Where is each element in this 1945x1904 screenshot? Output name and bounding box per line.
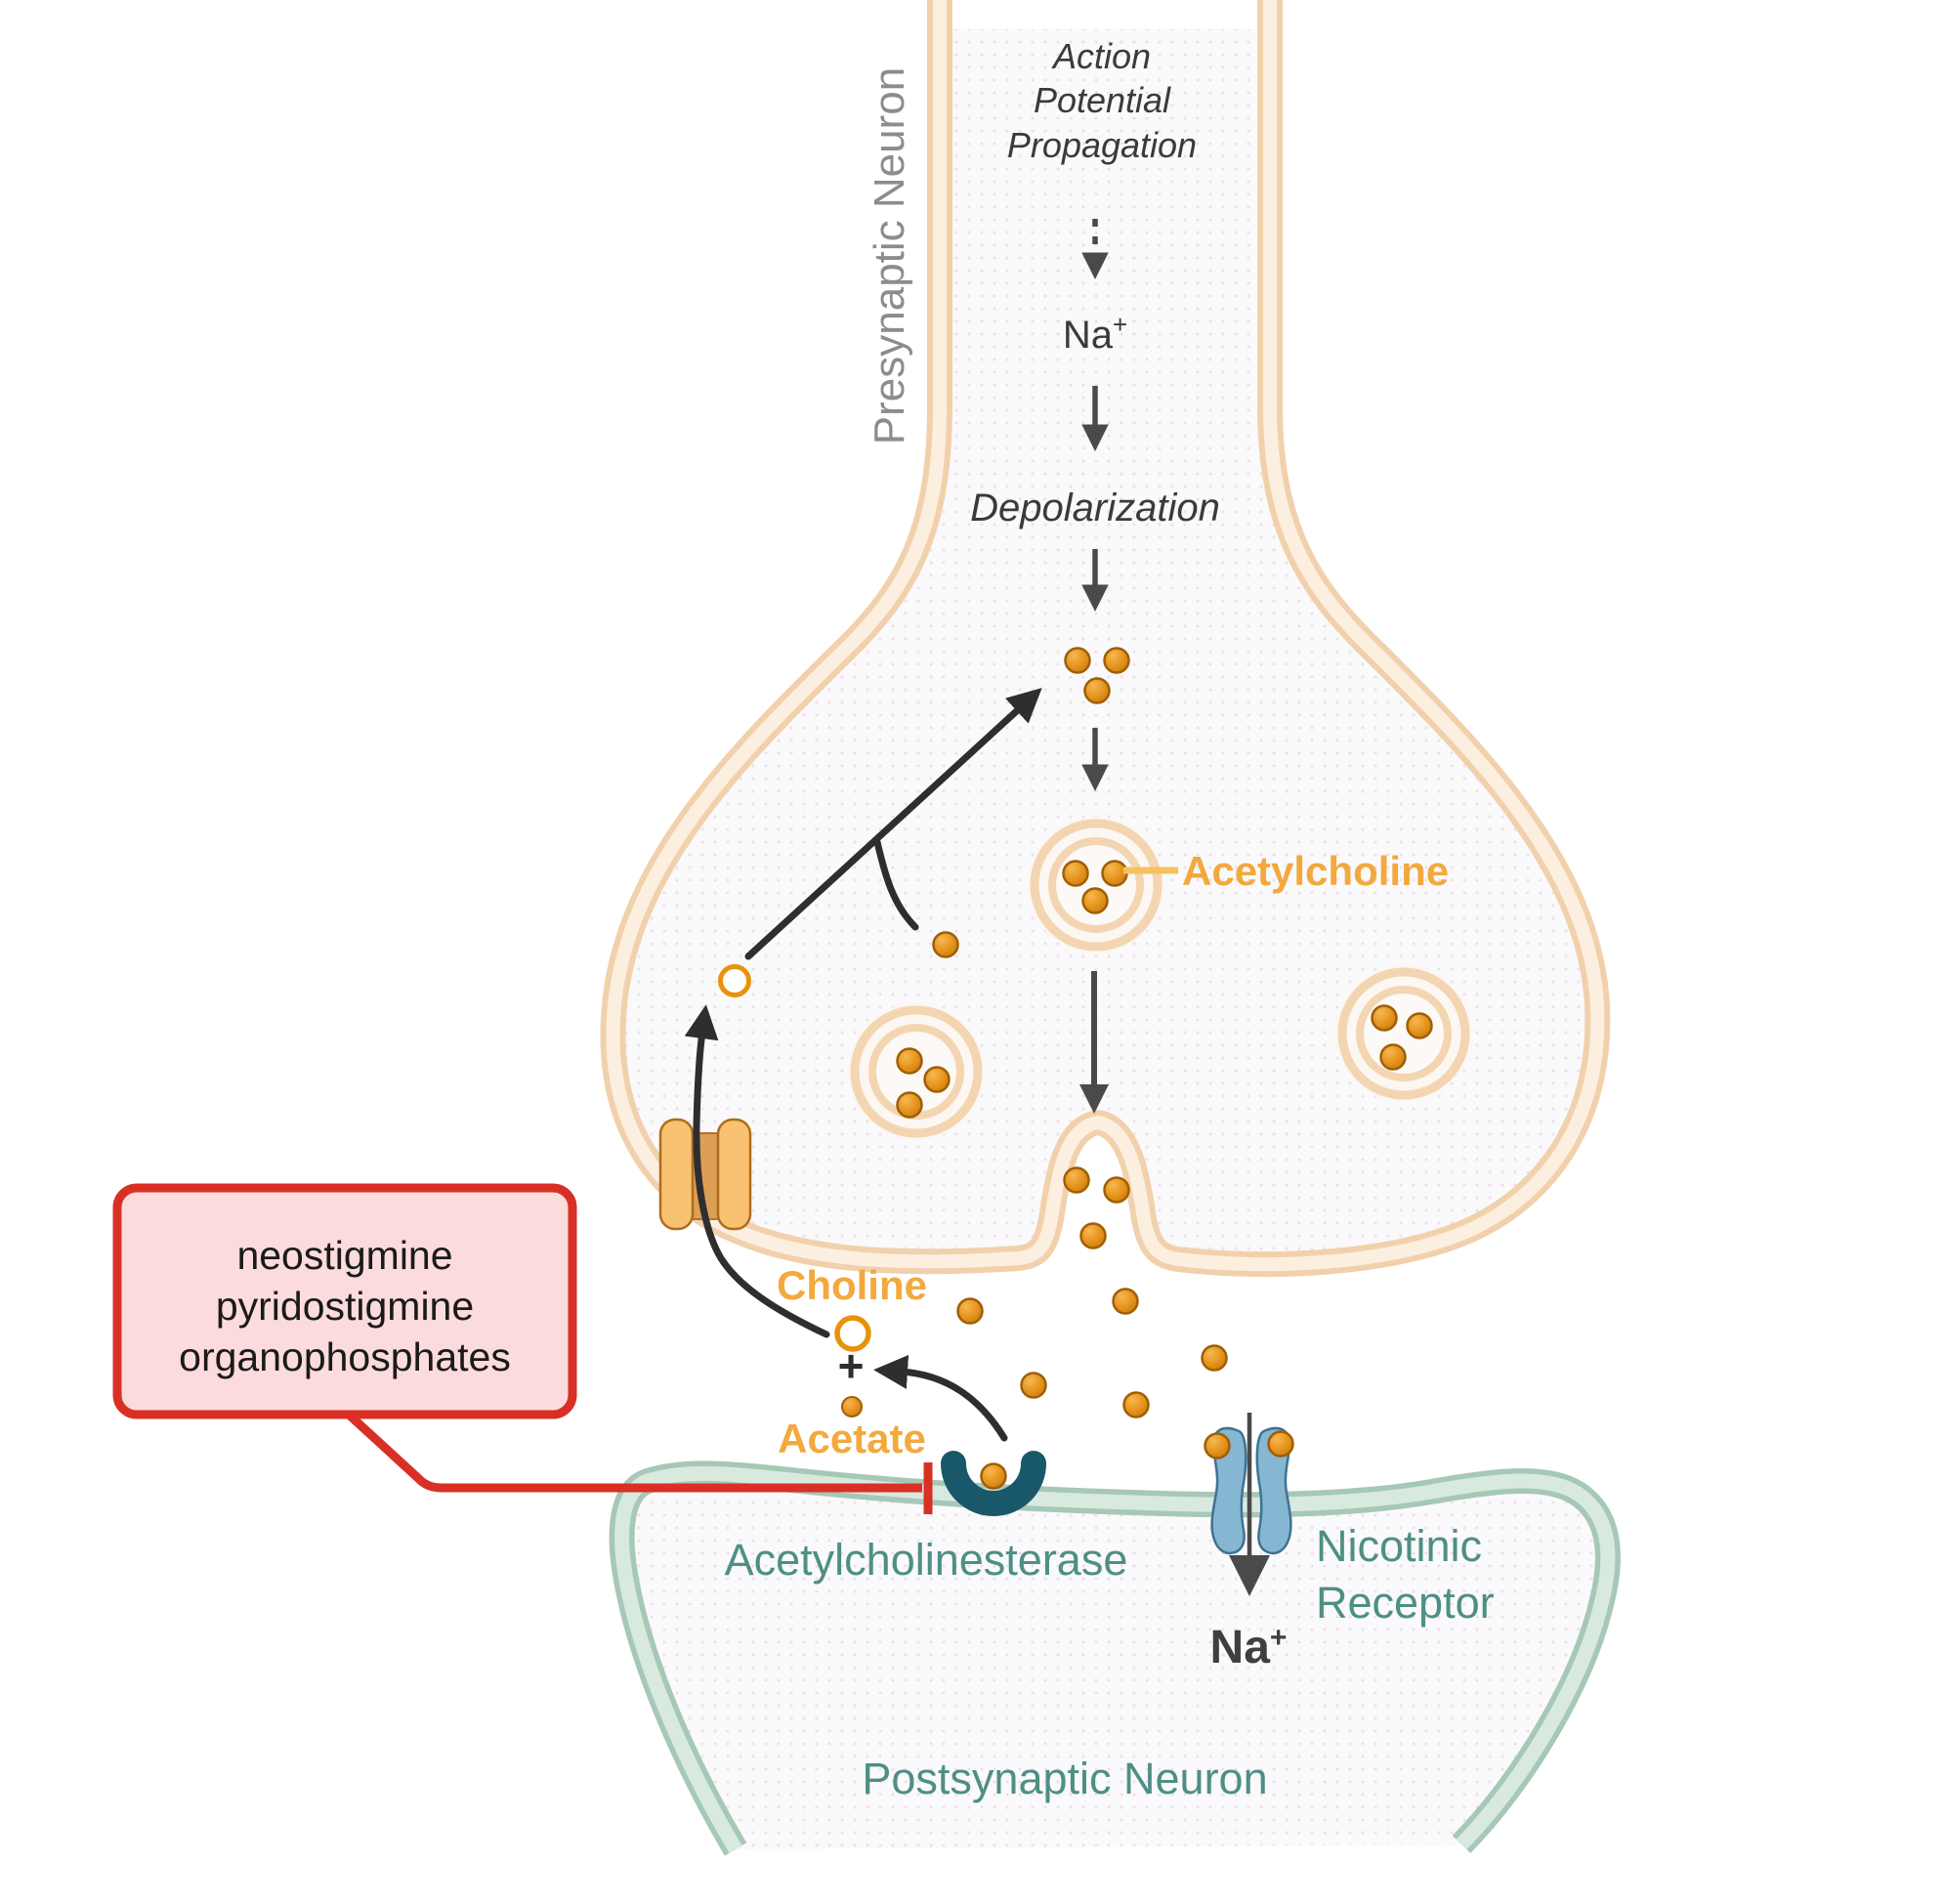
synaptic-vesicle (1028, 817, 1164, 953)
plus-sign: + (838, 1340, 865, 1391)
acetylcholine-dot (1112, 1288, 1139, 1315)
presynaptic-cell-body (613, 29, 1598, 1265)
acetylcholine-dot (1103, 1176, 1130, 1204)
postsynaptic-neuron-shape (609, 1460, 1621, 1856)
nicotinic-label-line-1: Nicotinic (1316, 1521, 1482, 1571)
acetylcholine-dot (923, 1066, 951, 1093)
synaptic-vesicle (848, 1003, 985, 1140)
acetylcholine-dot (1379, 1043, 1407, 1071)
acetylcholine-dot (1063, 1166, 1090, 1194)
synaptic-vesicle (1335, 965, 1472, 1102)
inhibitor-box (112, 1183, 577, 1419)
postsynaptic-membrane-inner (614, 1465, 1616, 1853)
sodium-label-bottom: Na+ (1210, 1622, 1288, 1673)
hydrolysis-arrow (873, 1354, 1008, 1442)
acetylcholine-dot (1122, 1391, 1150, 1418)
depolarization-label: Depolarization (970, 487, 1220, 529)
acetylcholine-dot (1204, 1432, 1231, 1460)
action-potential-line-1: Action (1051, 36, 1151, 76)
presynaptic-neuron-shape (600, 0, 1611, 1278)
acetylcholine-dot (1062, 860, 1089, 887)
choline-open-circle (718, 964, 751, 997)
postsynaptic-cell-body (621, 1473, 1608, 1849)
inhibition-line (344, 1410, 922, 1493)
synthesis-arrow-icon (744, 688, 1042, 960)
action-potential-line-3: Propagation (1007, 125, 1197, 165)
ache-enzyme-icon (941, 1451, 1046, 1516)
nicotinic-receptor-icon (1210, 1426, 1292, 1555)
synthesis-branch-line (873, 838, 919, 931)
inhibitor-line-3: organophosphates (179, 1334, 511, 1379)
inhibitor-line-1: neostigmine (236, 1233, 452, 1278)
acetylcholine-dot (1101, 860, 1128, 887)
acetylcholine-dot (1267, 1430, 1294, 1458)
acetate-label: Acetate (778, 1416, 926, 1461)
acetylcholine-dot (1371, 1004, 1398, 1032)
acetylcholine-dot (1064, 647, 1091, 674)
acetylcholine-dot (932, 931, 959, 958)
presynaptic-membrane-inner (606, 0, 1605, 1272)
acetylcholine-label: Acetylcholine (1182, 848, 1449, 894)
choline-transporter-icon (658, 1118, 752, 1231)
acetylcholine-dot (956, 1297, 984, 1325)
nicotinic-label-line-2: Receptor (1316, 1578, 1495, 1628)
acetylcholine-dot (896, 1047, 923, 1075)
acetylcholine-dot (896, 1091, 923, 1119)
acetylcholine-dot (1079, 1222, 1107, 1249)
acetylcholine-dot (1103, 647, 1130, 674)
acetylcholine-dot (1020, 1372, 1047, 1399)
acetylcholine-dot (1201, 1344, 1228, 1372)
action-potential-line-2: Potential (1034, 80, 1171, 120)
choline-open-circle (834, 1315, 871, 1352)
acetylcholine-dot (1081, 887, 1109, 914)
ache-label: Acetylcholinesterase (725, 1535, 1128, 1585)
choline-reuptake-arrow (684, 1004, 830, 1338)
presynaptic-label: Presynaptic Neuron (866, 67, 913, 444)
sodium-label-top: Na+ (1063, 310, 1127, 357)
acetate-dot (841, 1396, 863, 1417)
inhibitor-line-2: pyridostigmine (216, 1284, 474, 1329)
acetylcholine-dot (1406, 1012, 1433, 1039)
acetylcholine-dot (1083, 677, 1111, 704)
sodium-influx-arrowhead (1229, 1555, 1270, 1596)
postsynaptic-label: Postsynaptic Neuron (862, 1754, 1267, 1803)
choline-label: Choline (777, 1262, 927, 1308)
acetylcholine-dot (980, 1462, 1007, 1490)
